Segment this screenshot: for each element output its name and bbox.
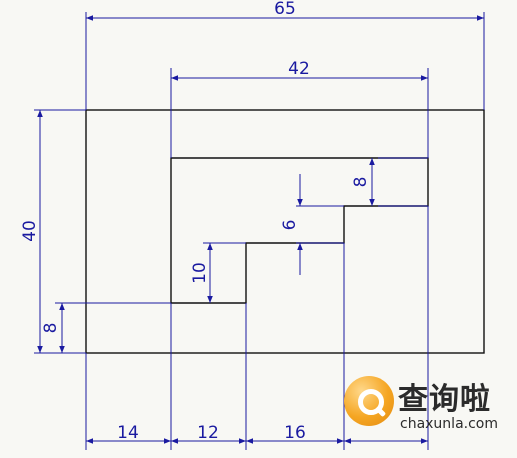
outer-rectangle: [85, 109, 485, 354]
label-overall-height: 40: [20, 220, 40, 242]
extension-lines: [34, 12, 485, 450]
dimension-labels: 65 42 40 8 10 6 8 14 12 16: [20, 0, 371, 443]
label-step-lower: 10: [190, 262, 210, 284]
watermark-name: 查询啦: [398, 382, 491, 417]
label-step-top: 8: [351, 177, 371, 188]
watermark: 查询啦 chaxunla.com: [340, 372, 510, 444]
label-bottom-c: 16: [284, 423, 306, 443]
label-bottom-b: 12: [197, 423, 219, 443]
label-overall-width: 65: [274, 0, 296, 19]
label-step-middle: 6: [280, 220, 300, 231]
label-base-offset: 8: [41, 323, 61, 334]
watermark-domain: chaxunla.com: [400, 416, 498, 432]
label-bottom-a: 14: [117, 423, 139, 443]
search-logo-icon: [344, 376, 394, 426]
part-outline: [85, 109, 485, 354]
label-inner-width: 42: [288, 59, 310, 79]
dimension-lines: [37, 15, 484, 444]
